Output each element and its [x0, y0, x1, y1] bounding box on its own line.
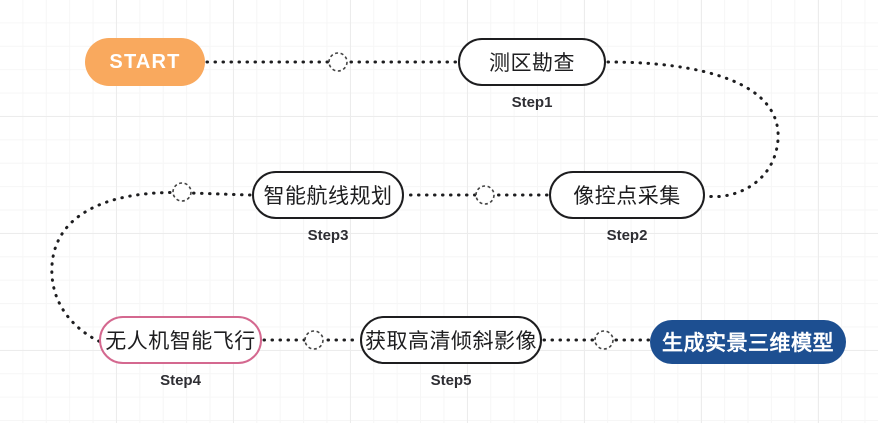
node-step1[interactable]: 测区勘查 — [458, 38, 606, 86]
connector-dot — [594, 330, 614, 350]
connector-dot — [475, 185, 495, 205]
node-step5-label: 获取高清倾斜影像 — [365, 330, 537, 353]
step-label-1: Step1 — [458, 94, 606, 111]
step-label-3-text: Step3 — [307, 227, 349, 244]
node-step3-label: 智能航线规划 — [263, 185, 393, 208]
step-label-5: Step5 — [360, 372, 542, 389]
node-step3[interactable]: 智能航线规划 — [252, 171, 404, 219]
step-label-3: Step3 — [252, 227, 404, 244]
step-label-1-text: Step1 — [511, 94, 553, 111]
step-label-5-text: Step5 — [430, 372, 472, 389]
node-step5[interactable]: 获取高清倾斜影像 — [360, 316, 542, 364]
step-label-4: Step4 — [99, 372, 262, 389]
node-end-label: 生成实景三维模型 — [662, 332, 834, 355]
connector-dot — [172, 182, 192, 202]
step-label-4-text: Step4 — [160, 372, 201, 389]
node-step1-label: 测区勘查 — [489, 52, 575, 75]
step-label-2: Step2 — [549, 227, 705, 244]
node-end[interactable]: 生成实景三维模型 — [650, 320, 846, 364]
node-start[interactable]: START — [85, 38, 205, 86]
node-step4[interactable]: 无人机智能飞行 — [99, 316, 262, 364]
connector-dot — [328, 52, 348, 72]
node-step2-label: 像控点采集 — [573, 185, 681, 208]
node-step2[interactable]: 像控点采集 — [549, 171, 705, 219]
node-start-label: START — [109, 50, 181, 73]
connector-dot — [304, 330, 324, 350]
node-step4-label: 无人机智能飞行 — [105, 330, 256, 353]
step-label-2-text: Step2 — [606, 227, 648, 244]
